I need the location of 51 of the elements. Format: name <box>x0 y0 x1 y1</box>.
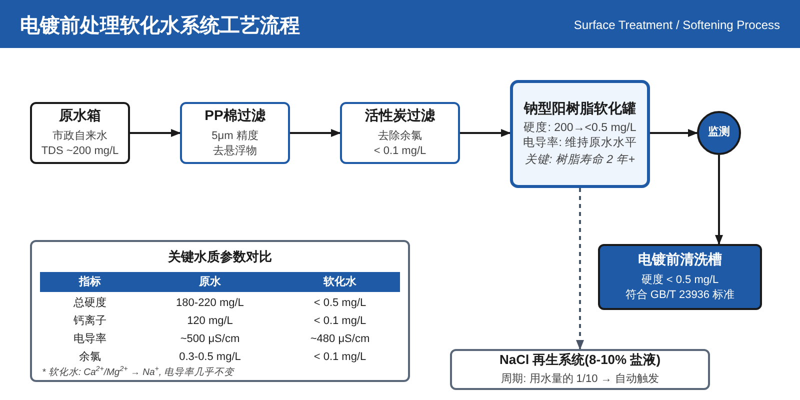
process-box <box>340 102 460 164</box>
table-cell-text: 180-220 mg/L <box>175 296 245 310</box>
arrow <box>715 155 723 245</box>
table-title: 关键水质参数对比 <box>168 248 272 266</box>
node-note: 硬度: 200→<0.5 mg/L <box>524 121 636 136</box>
node-title: NaCl 再生系统(8-10% 盐液) <box>499 352 661 368</box>
table-cell-text: ~480 μS/cm <box>309 332 371 346</box>
table-cell-text: 120 mg/L <box>186 314 234 328</box>
table-cell-text: 0.3-0.5 mg/L <box>178 350 242 364</box>
node-note: 5μm 精度 <box>212 128 258 144</box>
table-cell-text: 余氯 <box>78 350 102 364</box>
node-note: 市政自来水 <box>52 128 108 144</box>
table-cell-text: ~500 μS/cm <box>179 332 241 346</box>
table-cell-text: 钙离子 <box>72 314 108 328</box>
process-box <box>180 102 290 164</box>
subtitle: Surface Treatment / Softening Process <box>574 17 780 34</box>
node-note: 符合 GB/T 23936 标准 <box>625 288 735 303</box>
node-note: 关键: 树脂寿命 2 年+ <box>525 153 635 168</box>
table-header-cell: 软化水 <box>280 272 400 292</box>
node-note: 周期: 用水量的 1/10 → 自动触发 <box>501 372 659 388</box>
node-title: 活性炭过滤 <box>365 107 435 125</box>
table-header-cell: 原水 <box>140 272 280 292</box>
softener-tank-box <box>510 80 650 188</box>
arrow <box>460 129 511 137</box>
rinse-tank-box <box>598 244 762 310</box>
node-title: 电镀前清洗槽 <box>638 251 722 269</box>
table-cell-text: < 0.1 mg/L <box>312 350 368 364</box>
footnote: * 软化水: Ca$^{2+}$/Mg$^{2+}$ → Na$^{+}$, 电导率几乎不变 <box>42 366 234 380</box>
node-title: 监测 <box>708 126 730 140</box>
node-note: 去除余氯 <box>378 128 422 144</box>
regeneration-box <box>450 349 710 390</box>
process-box <box>30 102 130 164</box>
table-cell-text: < 0.5 mg/L <box>312 296 368 310</box>
parameter-table-panel <box>30 240 410 382</box>
node-note: < 0.1 mg/L <box>374 144 426 159</box>
arrow <box>290 129 341 137</box>
arrow <box>130 129 181 137</box>
arrow <box>576 188 584 350</box>
table-cell-text: 电导率 <box>72 332 108 346</box>
diagram-title: 电镀前处理软化水系统工艺流程 <box>20 14 300 39</box>
arrow <box>650 129 698 137</box>
table-cell-text: < 0.1 mg/L <box>312 314 368 328</box>
node-title: 原水箱 <box>59 107 101 125</box>
node-note: 去悬浮物 <box>213 144 257 159</box>
node-note: 电导率: 维持原水水平 <box>522 136 638 152</box>
node-title: PP棉过滤 <box>204 107 266 125</box>
node-note: 硬度 < 0.5 mg/L <box>641 272 719 288</box>
node-title: 钠型阳树脂软化罐 <box>524 100 636 118</box>
table-header-cell: 指标 <box>40 272 140 292</box>
table-cell-text: 总硬度 <box>72 296 108 310</box>
node-note: TDS ~200 mg/L <box>41 144 119 159</box>
